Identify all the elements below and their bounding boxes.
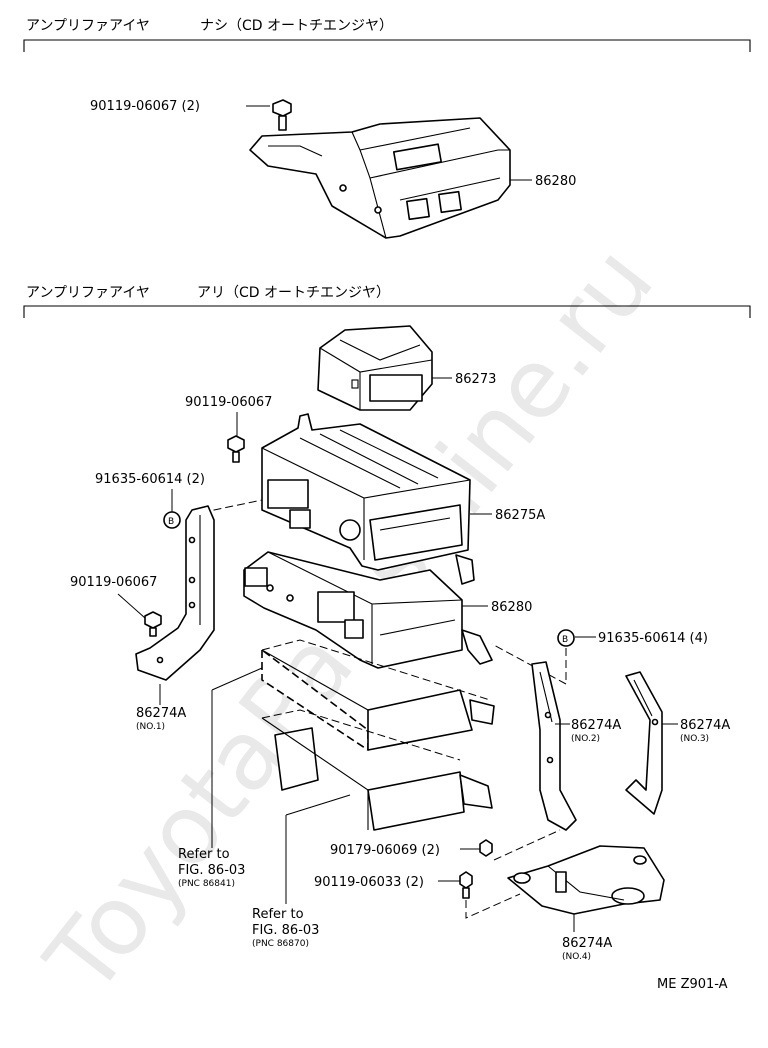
bolt-icon: [459, 871, 473, 899]
part-label-amp-lower: 86280: [491, 600, 532, 615]
ref-1-line2: FIG. 86-03: [178, 863, 245, 878]
ref-2-line3: (PNC 86870): [252, 939, 309, 949]
part-label-cd-magazine: 86273: [455, 372, 496, 387]
ref-2-line1: Refer to: [252, 907, 304, 922]
svg-text:B: B: [168, 517, 174, 527]
part-label-bracket-no1: 86274A: [136, 706, 186, 721]
part-label-nut-c: 90179-06069 (2): [330, 843, 440, 858]
bolt-icon: [227, 435, 245, 463]
part-label-cd-changer: 86275A: [495, 508, 545, 523]
part-sublabel-bracket-no3: (NO.3): [680, 734, 709, 744]
part-sublabel-bracket-no4: (NO.4): [562, 952, 591, 962]
part-label-amp-top: 86280: [535, 174, 576, 189]
section-2-bracket-line: [23, 305, 751, 318]
b-symbol-icon: B: [163, 511, 181, 529]
amplifier-86280-lower: [243, 551, 493, 669]
section-1-title: アンプリファアイヤ: [26, 18, 150, 34]
ref-1-line1: Refer to: [178, 847, 230, 862]
amplifier-86280-top: [249, 117, 511, 239]
ref-component-86870: [261, 709, 493, 831]
part-label-bolt-c: 90119-06033 (2): [314, 875, 424, 890]
section-2-title: アンプリファアイヤ: [26, 285, 150, 301]
part-label-nut-4: 91635-60614 (4): [598, 631, 708, 646]
cd-changer-86275A: [261, 413, 475, 585]
part-label-bracket-no2: 86274A: [571, 718, 621, 733]
part-sublabel-bracket-no1: (NO.1): [136, 722, 165, 732]
bracket-86274A-no2: [531, 661, 577, 831]
part-label-nut-2: 91635-60614 (2): [95, 472, 205, 487]
bracket-86274A-no4: [507, 845, 665, 915]
part-label-bolt-b: 90119-06067: [70, 575, 157, 590]
b-symbol-icon: B: [557, 629, 575, 647]
bracket-86274A-no1: [135, 505, 215, 681]
cd-magazine-86273: [317, 325, 433, 411]
svg-text:B: B: [562, 635, 568, 645]
part-label-bracket-no4: 86274A: [562, 936, 612, 951]
ref-2-line2: FIG. 86-03: [252, 923, 319, 938]
part-label-bolt-top: 90119-06067 (2): [90, 99, 200, 114]
ref-1-line3: (PNC 86841): [178, 879, 235, 889]
figure-code: ME Z901-A: [657, 977, 728, 992]
section-1-condition: ナシ（CD オートチエンジヤ）: [200, 18, 393, 34]
section-2-condition: アリ（CD オートチエンジヤ）: [197, 285, 390, 301]
bolt-icon: [272, 99, 292, 131]
nut-icon: [479, 839, 493, 857]
part-label-bracket-no3: 86274A: [680, 718, 730, 733]
part-sublabel-bracket-no2: (NO.2): [571, 734, 600, 744]
bracket-86274A-no3: [625, 671, 663, 815]
ref-component-86841: [261, 639, 495, 751]
bolt-icon: [144, 611, 162, 637]
section-1-bracket-line: [23, 39, 751, 52]
part-label-bolt-a: 90119-06067: [185, 395, 272, 410]
